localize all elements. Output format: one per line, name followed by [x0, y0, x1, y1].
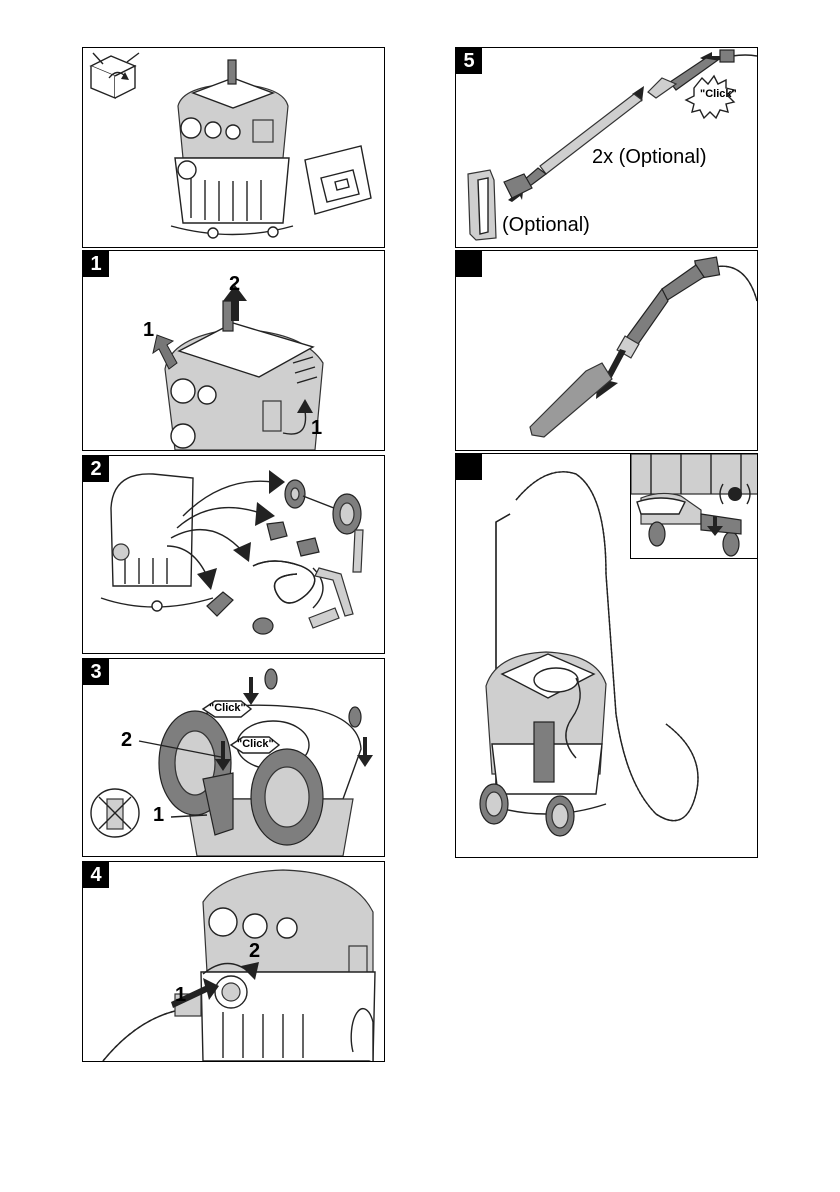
step-2-illustration [83, 456, 384, 653]
optional-nozzle-label: (Optional) [502, 214, 590, 237]
label-2: 2 [249, 940, 260, 963]
label-2: 2 [121, 729, 132, 752]
optional-tube-label: 2x (Optional) [592, 146, 707, 169]
inset-brake-detail [630, 454, 758, 559]
panel-step-1: 1 1 2 1 [82, 250, 385, 451]
unpack-illustration [83, 48, 384, 247]
panel-step-6 [455, 250, 758, 451]
panel-step-2: 2 [82, 455, 385, 654]
click-label-top: "Click" [209, 702, 246, 714]
panel-step-5: 5 "Click" 2x (Optional) (Optional) [455, 47, 758, 248]
panel-step-7 [455, 453, 758, 858]
label-1-left: 1 [143, 319, 154, 342]
click-label: "Click" [700, 88, 737, 100]
label-1-right: 1 [311, 417, 322, 440]
panel-unpack [82, 47, 385, 248]
label-2-top: 2 [229, 273, 240, 296]
brake-illustration [631, 454, 758, 558]
panel-step-4: 4 2 1 [82, 861, 385, 1062]
box-icon [91, 53, 139, 98]
no-screw-icon [91, 789, 139, 837]
label-1: 1 [153, 804, 164, 827]
step-4-illustration [83, 862, 384, 1061]
vacuum-cleaner-illustration [171, 60, 293, 238]
click-label-middle: "Click" [237, 738, 274, 750]
step-6-illustration [456, 251, 757, 450]
label-1: 1 [175, 984, 186, 1007]
step-3-illustration [83, 659, 384, 856]
panel-step-3: 3 "Click" "Click" 2 1 [82, 658, 385, 857]
accessory-bag-illustration [305, 146, 371, 214]
